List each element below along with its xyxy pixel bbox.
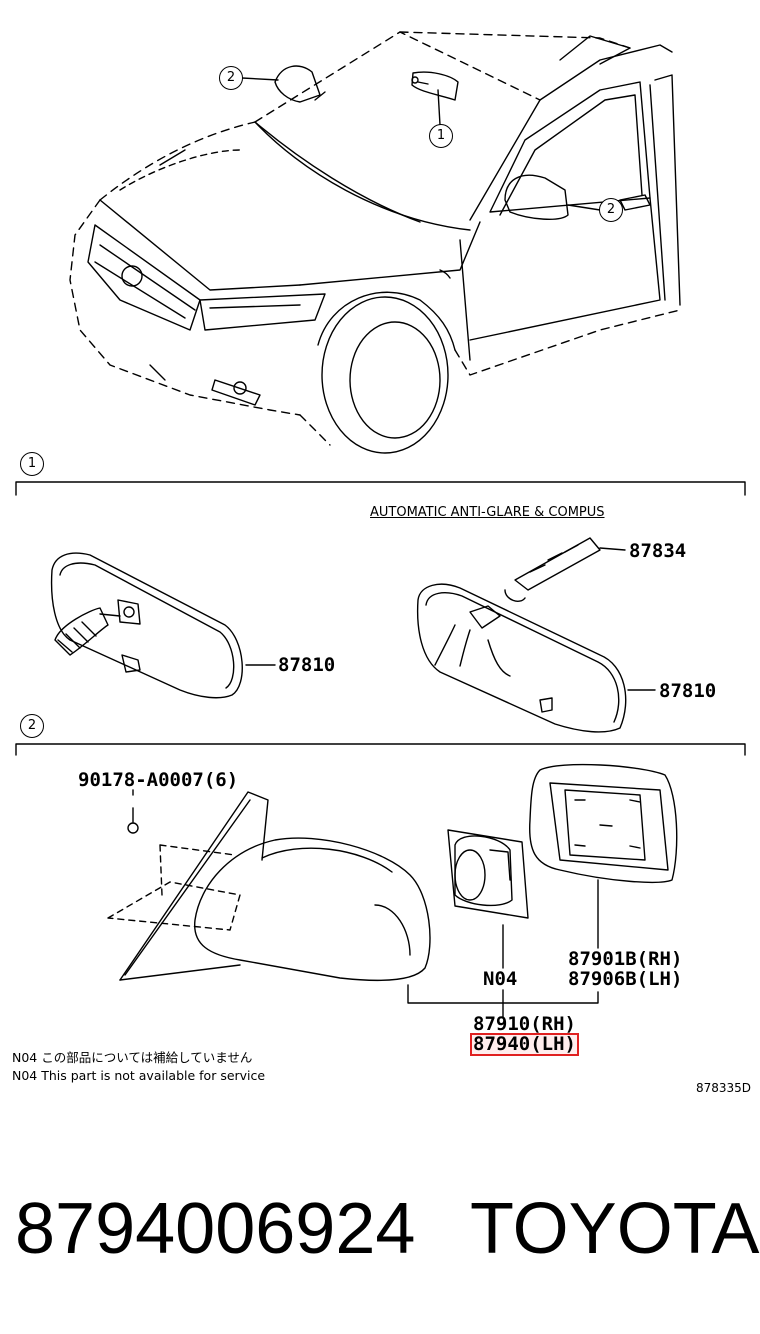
note-english: N04 This part is not available for servi… <box>12 1068 266 1083</box>
part-90178-bolt[interactable]: 90178-A0007(6) <box>78 769 239 791</box>
part-n04-motor[interactable]: N04 <box>483 968 518 990</box>
inner-mirror-left <box>50 552 276 699</box>
part-87906b-lh[interactable]: 87906B(LH) <box>568 968 683 990</box>
callout-1-inner-mirror[interactable]: 1 <box>429 124 453 148</box>
note-japanese: N04 この部品については補給していません <box>12 1050 253 1065</box>
inner-mirror-right <box>416 537 656 733</box>
part-87810-right[interactable]: 87810 <box>659 680 717 702</box>
car-illustration <box>69 31 681 454</box>
section1-heading: AUTOMATIC ANTI-GLARE & COMPUS <box>370 505 605 520</box>
section1-bracket <box>15 481 746 496</box>
callout-1-section[interactable]: 1 <box>20 452 44 476</box>
part-87910-rh[interactable]: 87910(RH) <box>473 1013 576 1035</box>
callout-2-left-mirror[interactable]: 2 <box>219 66 243 90</box>
part-87901b-rh[interactable]: 87901B(RH) <box>568 948 683 970</box>
part-87834[interactable]: 87834 <box>629 540 687 562</box>
callout-2-right-mirror[interactable]: 2 <box>599 198 623 222</box>
footer-part-number: 8794006924 <box>15 1189 416 1269</box>
diagram-code: 878335D <box>696 1081 752 1095</box>
part-87810-left[interactable]: 87810 <box>278 654 336 676</box>
footer-brand: TOYOTA <box>470 1189 760 1269</box>
part-87940-lh-highlighted[interactable]: 87940(LH) <box>470 1033 579 1056</box>
section2-bracket <box>15 743 746 756</box>
callout-2-section[interactable]: 2 <box>20 714 44 738</box>
outer-mirror-assembly <box>107 763 678 1019</box>
